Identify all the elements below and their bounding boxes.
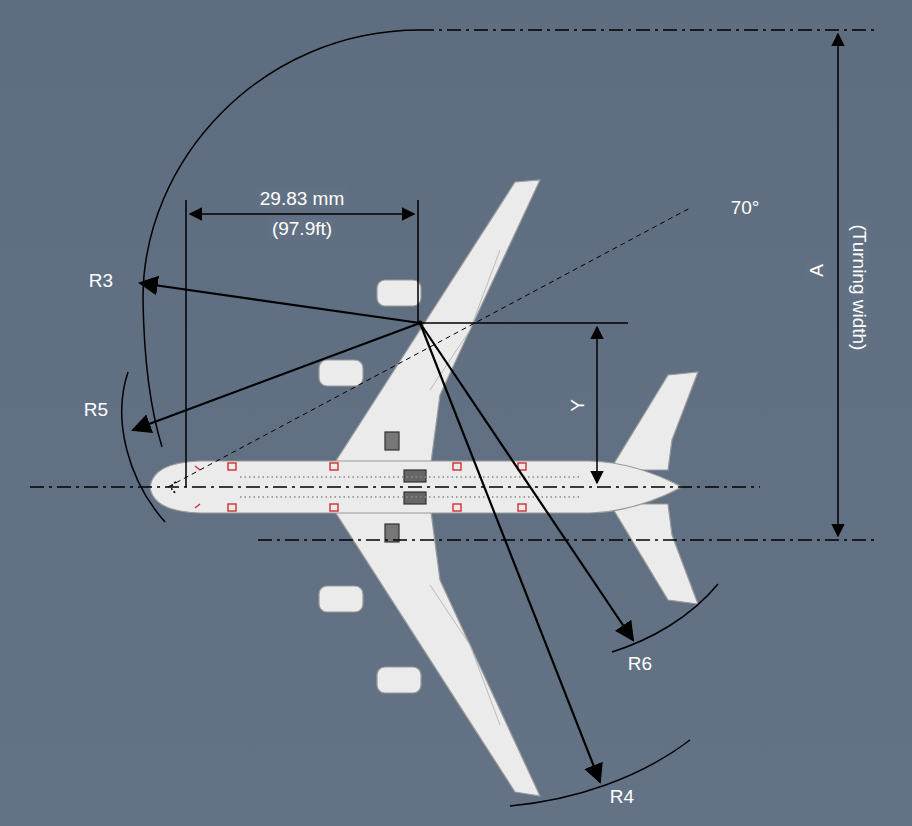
- dimension-label: R3: [86, 270, 116, 293]
- pivot-point: [418, 321, 423, 326]
- a380-aircraft: [150, 180, 698, 796]
- dimension-label: (Turning width): [848, 221, 871, 353]
- dimension-label: Y: [567, 396, 590, 415]
- geometry-lines: [30, 30, 875, 806]
- dimension-label: (97.9ft): [269, 218, 335, 241]
- radius-arrows: [133, 283, 633, 782]
- dimension-label: R4: [607, 786, 637, 809]
- dimension-label: A: [806, 261, 829, 280]
- dimension-label: R5: [81, 399, 111, 422]
- dimension-label: R6: [625, 653, 655, 676]
- dimension-label: 29.83 mm: [257, 188, 347, 211]
- dimension-label: 70°: [728, 197, 763, 220]
